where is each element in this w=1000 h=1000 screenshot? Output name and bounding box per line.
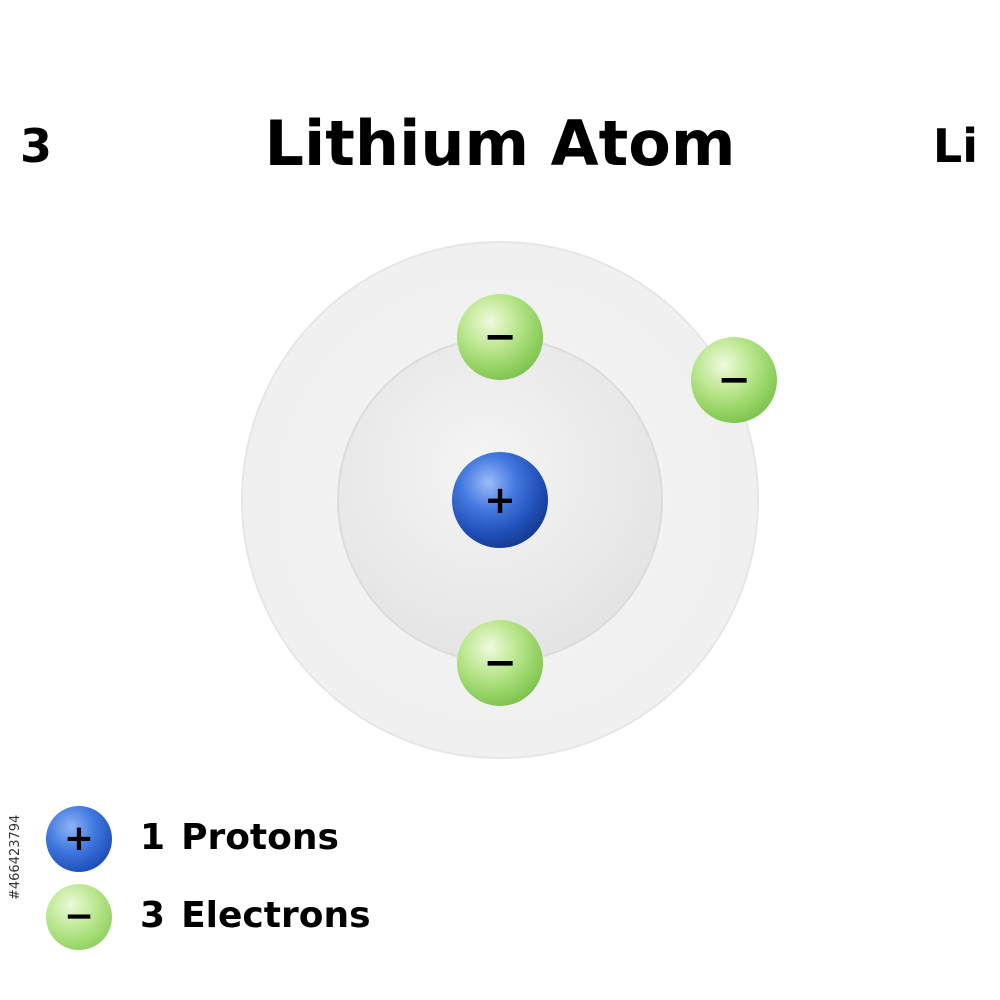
element-symbol: Li: [932, 119, 978, 173]
electron-sign: −: [483, 314, 517, 360]
proton-sign: +: [484, 478, 516, 522]
electrons-count: 3: [140, 895, 166, 936]
electron-sign: −: [717, 357, 751, 403]
stock-id-watermark: #466423794: [8, 814, 23, 900]
proton-sign: +: [63, 818, 95, 859]
electron-inner-top: −: [457, 294, 543, 380]
electron-icon: −: [46, 884, 112, 950]
legend-protons: + 1 Protons: [40, 800, 540, 880]
electrons-text: Electrons: [181, 895, 371, 936]
proton-icon: +: [46, 806, 112, 872]
electron-sign: −: [63, 896, 95, 937]
protons-count: 1: [140, 817, 166, 858]
electron-inner-bottom: −: [457, 620, 543, 706]
electron-sign: −: [483, 640, 517, 686]
proton: +: [452, 452, 548, 548]
page-title: Lithium Atom: [264, 107, 736, 180]
legend-electrons: − 3 Electrons: [40, 878, 540, 958]
atomic-number: 3: [20, 119, 53, 173]
protons-text: Protons: [181, 817, 339, 858]
electron-outer: −: [691, 337, 777, 423]
legend-electrons-label: 3 Electrons: [140, 892, 371, 940]
legend-protons-label: 1 Protons: [140, 814, 339, 862]
